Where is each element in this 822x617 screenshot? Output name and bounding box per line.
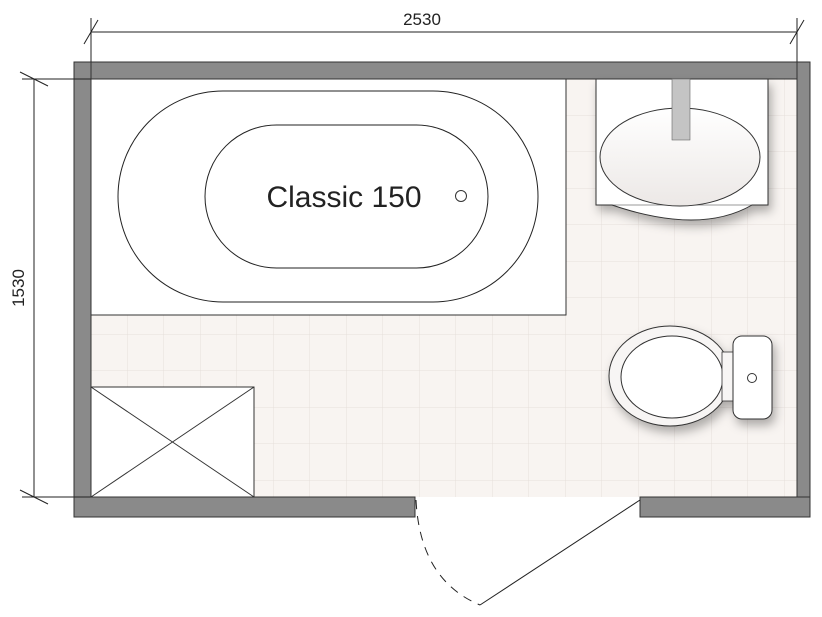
width-label: 2530: [403, 10, 441, 29]
shower-tray: [90, 386, 255, 498]
door-leaf[interactable]: [479, 499, 641, 606]
flush-button-icon: [747, 373, 757, 383]
bathtub-label: Classic 150: [266, 181, 421, 214]
drain-icon: [455, 190, 467, 202]
dimension-width: [83, 18, 805, 62]
wall-bottom-left: [73, 496, 416, 518]
door-swing-arc: [415, 499, 481, 606]
bathtub-basin: [204, 124, 489, 269]
wall-bottom-right: [639, 496, 811, 518]
walls: [73, 61, 811, 518]
toilet-bowl: [620, 335, 724, 419]
wall-right: [796, 61, 811, 518]
bathtub: [90, 78, 567, 316]
dimension-height: [19, 71, 91, 505]
wall-top: [73, 61, 811, 80]
door[interactable]: [415, 499, 641, 606]
height-label: 1530: [9, 269, 28, 307]
toilet: [608, 325, 773, 427]
wall-left: [73, 61, 92, 518]
sink-faucet: [671, 78, 691, 141]
